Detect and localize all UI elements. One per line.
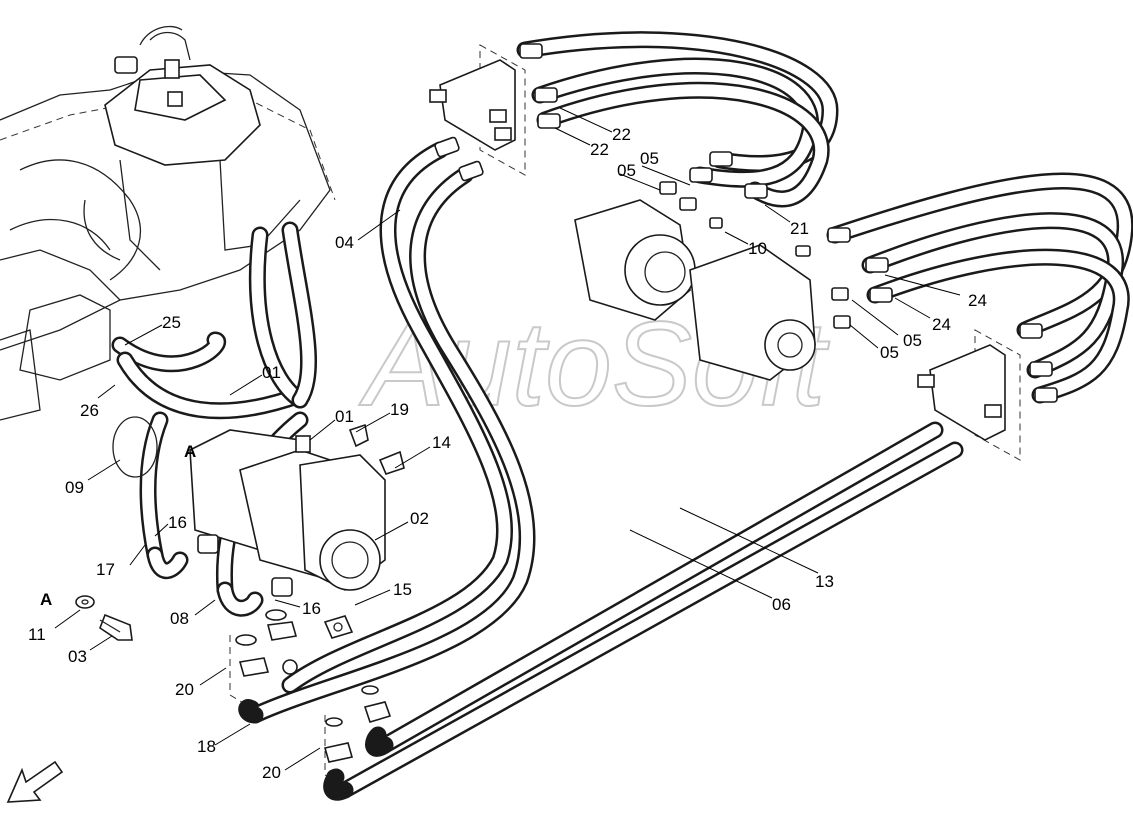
callout-24: 24 [932, 315, 951, 334]
callout-19: 19 [390, 400, 409, 419]
connector-plate-top [429, 31, 839, 208]
callout-13: 13 [815, 572, 834, 591]
callout-24: 24 [968, 291, 987, 310]
callout-26: 26 [80, 401, 99, 420]
pump-assembly [189, 423, 405, 597]
callout-25: 25 [162, 313, 181, 332]
callout-03: 03 [68, 647, 87, 666]
callout-labels: 22 22 05 05 04 21 10 24 24 05 05 25 01 0… [28, 125, 987, 782]
direction-arrow-icon [6, 760, 64, 803]
view-marker-a: A [184, 442, 196, 461]
callout-17: 17 [96, 560, 115, 579]
callout-18: 18 [197, 737, 216, 756]
callout-01: 01 [262, 363, 281, 382]
callout-05: 05 [903, 331, 922, 350]
bolt-and-washer [75, 595, 133, 641]
hose-04 [246, 136, 536, 724]
callout-06: 06 [772, 595, 791, 614]
callout-20: 20 [175, 680, 194, 699]
callout-22: 22 [590, 140, 609, 159]
callout-09: 09 [65, 478, 84, 497]
callout-02: 02 [410, 509, 429, 528]
callout-20: 20 [262, 763, 281, 782]
callout-05: 05 [880, 343, 899, 362]
connector-plate-right [826, 172, 1133, 461]
engine-block [0, 25, 336, 421]
callout-22: 22 [612, 125, 631, 144]
hydraulic-motors [574, 181, 851, 381]
leader-lines [54, 107, 961, 771]
view-marker-a: A [40, 590, 52, 609]
callout-08: 08 [170, 609, 189, 628]
callout-01: 01 [335, 407, 354, 426]
callout-11: 11 [28, 625, 46, 644]
callout-04: 04 [335, 233, 354, 252]
callout-14: 14 [432, 433, 451, 452]
callout-05: 05 [640, 149, 659, 168]
callout-16: 16 [302, 599, 321, 618]
hose-13-06 [238, 421, 964, 801]
callout-21: 21 [790, 219, 809, 238]
callout-10: 10 [748, 239, 767, 258]
callout-15: 15 [393, 580, 412, 599]
hose-25-26 [111, 221, 318, 617]
callout-05: 05 [617, 161, 636, 180]
callout-16: 16 [168, 513, 187, 532]
